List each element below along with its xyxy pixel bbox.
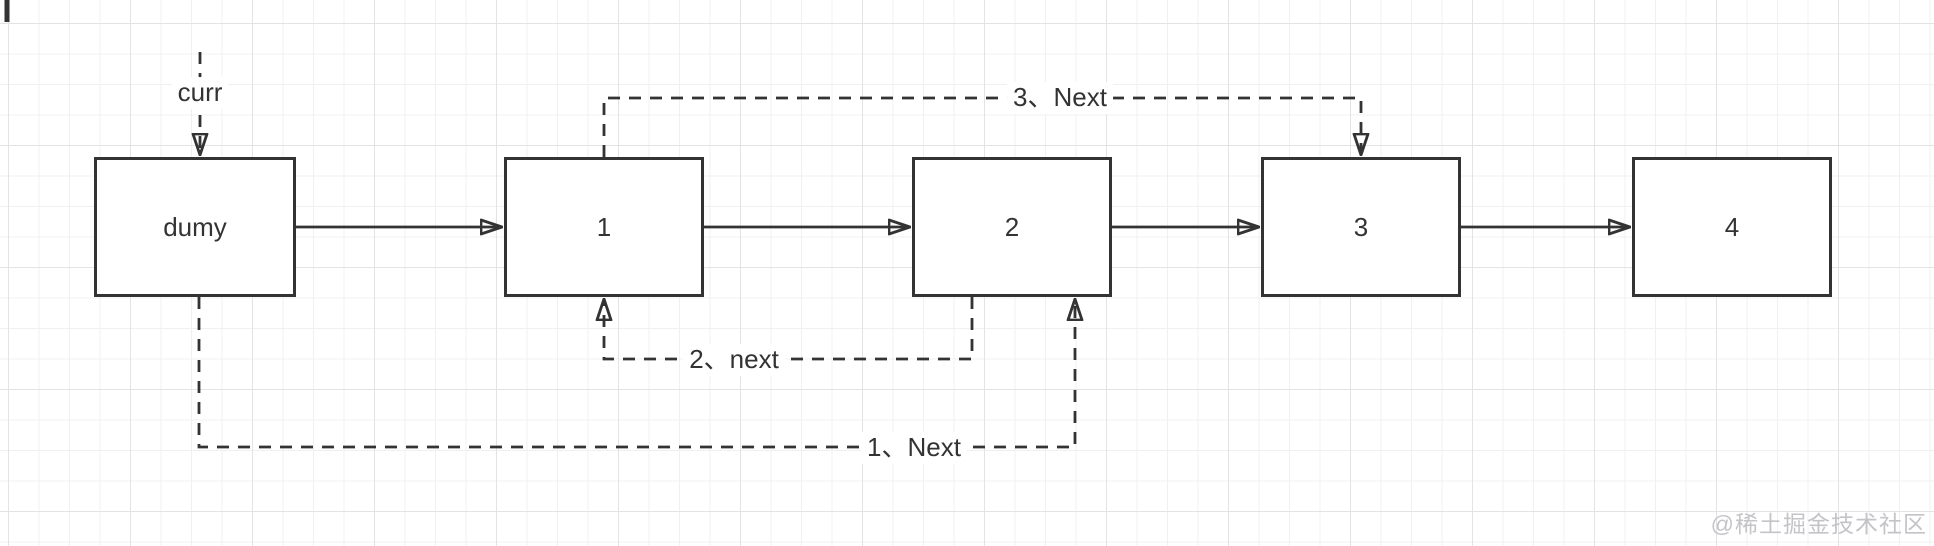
node-label: dumy [163,211,227,242]
node-dumy: dumy [94,157,296,297]
edge-label-step1-next: 1、Next [861,432,967,464]
node-1: 1 [504,157,704,297]
node-label: 1 [596,211,612,242]
node-label: 4 [1724,211,1740,242]
node-4: 4 [1632,157,1832,297]
edge-step1-next [197,297,1075,449]
edge-step2-next [604,297,974,361]
node-2: 2 [912,157,1112,297]
edge-label-curr: curr [171,77,229,109]
edge-step3-next [602,96,1361,157]
watermark-text: @稀土掘金技术社区 [1710,511,1927,537]
node-3: 3 [1261,157,1461,297]
edge-label-step3-next: 3、Next [1007,82,1113,114]
node-label: 3 [1353,211,1369,242]
edge-label-step2-next: 2、next [683,344,785,376]
node-label: 2 [1004,211,1020,242]
